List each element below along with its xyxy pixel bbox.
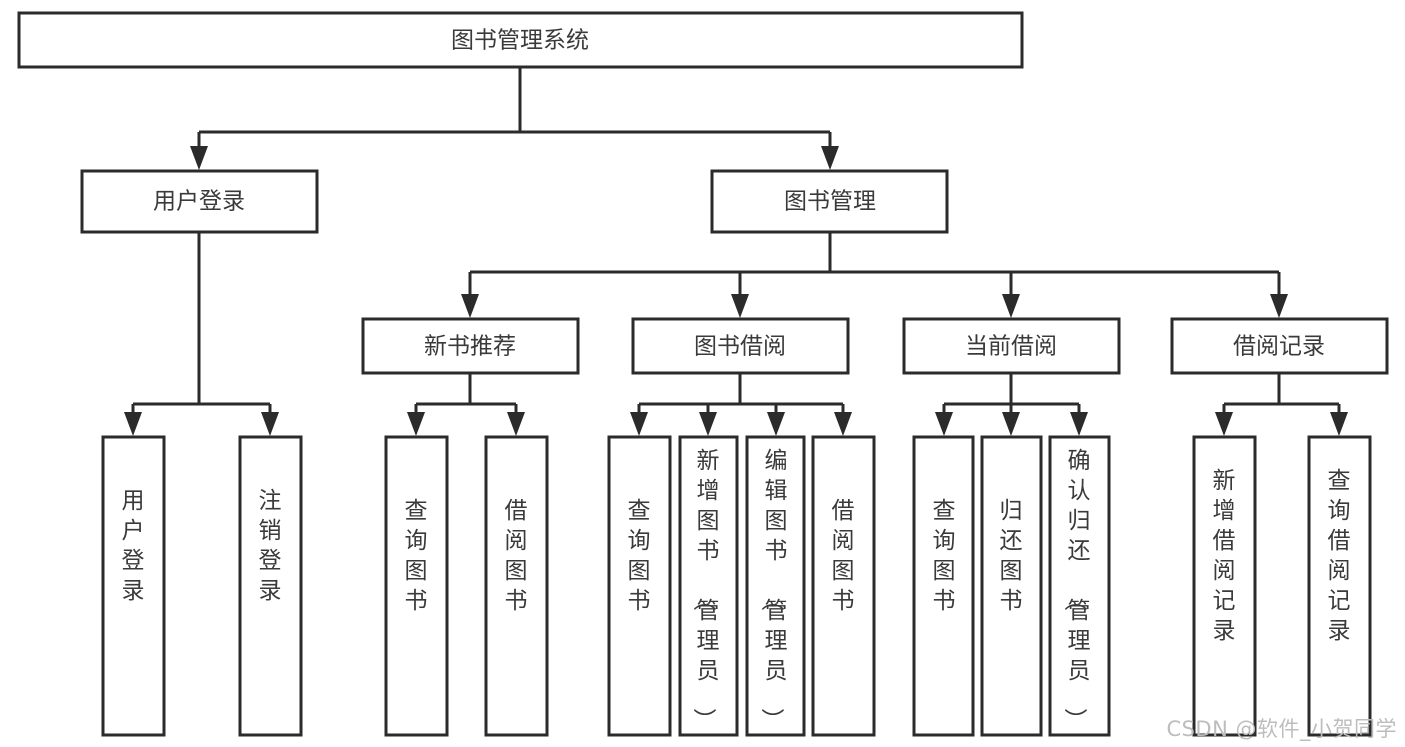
node-root-system-box[interactable] <box>17 11 1024 69</box>
node-leaf-add-record-box[interactable] <box>1192 435 1257 737</box>
arrowhead-leaf-add-book <box>699 412 717 436</box>
node-leaf-logout-login-box[interactable] <box>238 435 303 737</box>
node-leaf-add-book[interactable]: 新增图书（管理员） <box>678 435 739 737</box>
node-leaf-query-book-2-label: 查询图书 <box>628 498 651 614</box>
arrowhead-leaf-query-book-3 <box>935 412 953 436</box>
node-borrow-record-box[interactable] <box>1170 317 1389 375</box>
node-leaf-confirm-return-box[interactable] <box>1048 435 1111 737</box>
node-leaf-borrow-book-1[interactable]: 借阅图书 <box>484 435 549 737</box>
node-leaf-confirm-return-label: 确认归还（管理员） <box>1062 448 1091 731</box>
node-leaf-return-book[interactable]: 归还图书 <box>980 435 1043 737</box>
node-book-management-label: 图书管理 <box>784 189 876 215</box>
node-new-book-recommend-box[interactable] <box>361 317 580 375</box>
node-book-management-box[interactable] <box>710 169 949 234</box>
node-leaf-query-book-1-label: 查询图书 <box>405 498 428 614</box>
arrowhead-user-login <box>190 146 208 170</box>
node-current-borrow-box[interactable] <box>902 317 1121 375</box>
node-leaf-borrow-book-2-box[interactable] <box>811 435 876 737</box>
node-leaf-add-book-box[interactable] <box>678 435 739 737</box>
node-leaf-query-book-3-box[interactable] <box>912 435 975 737</box>
node-book-borrow-label: 图书借阅 <box>694 334 786 360</box>
node-new-book-recommend[interactable]: 新书推荐 <box>361 317 580 375</box>
node-book-management[interactable]: 图书管理 <box>710 169 949 234</box>
arrowhead-leaf-confirm-return <box>1070 412 1088 436</box>
arrowhead-book-management <box>821 146 839 170</box>
node-leaf-edit-book[interactable]: 编辑图书（管理员） <box>745 435 806 737</box>
node-current-borrow[interactable]: 当前借阅 <box>902 317 1121 375</box>
node-borrow-record-label: 借阅记录 <box>1233 334 1325 360</box>
node-borrow-record[interactable]: 借阅记录 <box>1170 317 1389 375</box>
connector-layer <box>124 67 1348 436</box>
node-leaf-logout-login-label: 注销登录 <box>259 488 282 604</box>
node-root-system[interactable]: 图书管理系统 <box>17 11 1024 69</box>
arrowhead-leaf-borrow-book-1 <box>507 412 525 436</box>
node-user-login-label: 用户登录 <box>153 189 245 215</box>
arrowhead-leaf-query-book-1 <box>407 412 425 436</box>
node-leaf-return-book-label: 归还图书 <box>1000 498 1023 614</box>
node-leaf-logout-login[interactable]: 注销登录 <box>238 435 303 737</box>
arrowhead-book-borrow <box>731 294 749 318</box>
arrowhead-leaf-user-login <box>124 412 142 436</box>
node-user-login[interactable]: 用户登录 <box>80 169 319 234</box>
node-leaf-query-record-label: 查询借阅记录 <box>1328 468 1351 644</box>
node-root-system-label: 图书管理系统 <box>451 28 589 54</box>
node-leaf-edit-book-label: 编辑图书（管理员） <box>759 448 788 731</box>
node-leaf-borrow-book-1-box[interactable] <box>484 435 549 737</box>
arrowhead-leaf-add-record <box>1215 412 1233 436</box>
node-book-borrow-box[interactable] <box>631 317 850 375</box>
node-leaf-return-book-box[interactable] <box>980 435 1043 737</box>
node-leaf-user-login[interactable]: 用户登录 <box>101 435 166 737</box>
arrowhead-new-book-recommend <box>461 294 479 318</box>
node-leaf-query-record-box[interactable] <box>1307 435 1372 737</box>
node-leaf-add-record-label: 新增借阅记录 <box>1213 468 1236 644</box>
node-leaf-add-book-label: 新增图书（管理员） <box>691 448 720 731</box>
node-user-login-box[interactable] <box>80 169 319 234</box>
node-leaf-query-book-1[interactable]: 查询图书 <box>384 435 449 737</box>
node-leaf-edit-book-box[interactable] <box>745 435 806 737</box>
arrowhead-leaf-edit-book <box>767 412 785 436</box>
arrowhead-borrow-record <box>1270 294 1288 318</box>
node-leaf-borrow-book-2-label: 借阅图书 <box>832 498 855 614</box>
node-leaf-user-login-label: 用户登录 <box>122 488 145 604</box>
node-new-book-recommend-label: 新书推荐 <box>424 334 516 360</box>
arrowhead-leaf-borrow-book-2 <box>834 412 852 436</box>
node-leaf-confirm-return[interactable]: 确认归还（管理员） <box>1048 435 1111 737</box>
node-leaf-borrow-book-2[interactable]: 借阅图书 <box>811 435 876 737</box>
arrowhead-leaf-query-book-2 <box>630 412 648 436</box>
node-leaf-add-record[interactable]: 新增借阅记录 <box>1192 435 1257 737</box>
node-leaf-query-book-2-box[interactable] <box>607 435 672 737</box>
node-leaf-query-record[interactable]: 查询借阅记录 <box>1307 435 1372 737</box>
node-current-borrow-label: 当前借阅 <box>965 334 1057 360</box>
arrowhead-leaf-logout-login <box>261 412 279 436</box>
node-leaf-borrow-book-1-label: 借阅图书 <box>505 498 528 614</box>
node-leaf-query-book-1-box[interactable] <box>384 435 449 737</box>
node-leaf-user-login-box[interactable] <box>101 435 166 737</box>
node-leaf-query-book-3-label: 查询图书 <box>933 498 956 614</box>
arrowhead-leaf-query-record <box>1330 412 1348 436</box>
node-book-borrow[interactable]: 图书借阅 <box>631 317 850 375</box>
arrowhead-current-borrow <box>1002 294 1020 318</box>
arrowhead-leaf-return-book <box>1002 412 1020 436</box>
node-leaf-query-book-2[interactable]: 查询图书 <box>607 435 672 737</box>
node-leaf-query-book-3[interactable]: 查询图书 <box>912 435 975 737</box>
